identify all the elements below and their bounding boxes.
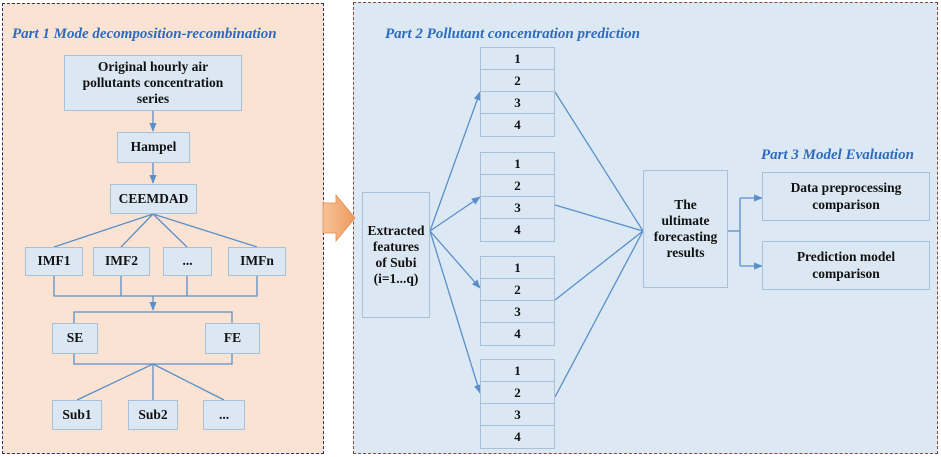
se-box: SE (52, 323, 98, 354)
group-cell: 1 (480, 256, 555, 279)
group-cell: 4 (480, 113, 555, 137)
imf-box: IMFn (228, 247, 286, 276)
link-imf-merge (53, 276, 258, 297)
ceemdad-box: CEEMDAD (110, 184, 197, 214)
fe-box: FE (205, 323, 260, 354)
group-cell: 3 (480, 91, 555, 114)
group-cell: 2 (480, 69, 555, 92)
arrow-features-group1 (429, 91, 481, 232)
part3-title: Part 3 Model Evaluation (761, 147, 914, 163)
part2-title: Part 2 Pollutant concentration predictio… (385, 26, 641, 42)
group-cell: 1 (480, 359, 555, 382)
link-se-fe-subs (73, 354, 233, 365)
sub-box: Sub2 (128, 400, 178, 430)
link-ceemdad-imf2 (120, 213, 154, 248)
group-cell: 2 (480, 174, 555, 197)
link-group3-result (554, 230, 644, 301)
imf-box: IMF2 (93, 247, 150, 276)
group-cell: 3 (480, 300, 555, 323)
original-series-box: Original hourly air pollutants concentra… (64, 55, 242, 111)
group-cell: 4 (480, 425, 555, 449)
part1-title: Part 1 Mode decomposition-recombination (12, 26, 277, 42)
imf-box: IMF1 (25, 247, 83, 276)
model-group: 1 2 3 4 (480, 359, 555, 449)
link-group2-result (554, 204, 644, 232)
arrow-features-group4 (429, 230, 482, 394)
group-cell: 3 (480, 196, 555, 219)
link-ceemdad-imfn (152, 213, 258, 248)
sub-box: ... (203, 400, 245, 430)
sub-box: Sub1 (52, 400, 102, 430)
group-cell: 3 (480, 403, 555, 426)
model-group: 1 2 3 4 (480, 152, 555, 242)
group-cell: 4 (480, 322, 555, 346)
link-ceemdad-imf1 (53, 213, 154, 248)
imf-box: ... (163, 247, 212, 276)
hampel-box: Hampel (117, 132, 190, 163)
data-comparison-box: Data preprocessing comparison (762, 172, 930, 221)
group-cell: 4 (480, 218, 555, 242)
arrow-features-group3 (429, 230, 481, 289)
group-cell: 2 (480, 381, 555, 404)
link-group4-result (554, 230, 644, 398)
model-group: 1 2 3 4 (480, 256, 555, 346)
arrow-features-group2 (429, 196, 481, 232)
result-box: The ultimate forecasting results (643, 170, 728, 288)
model-comparison-box: Prediction model comparison (762, 241, 930, 290)
group-cell: 1 (480, 152, 555, 175)
orange-arrow-icon (322, 193, 356, 243)
link-ceemdad-imf3 (152, 213, 188, 248)
model-group: 1 2 3 4 (480, 47, 555, 137)
group-cell: 2 (480, 278, 555, 301)
group-cell: 1 (480, 47, 555, 70)
features-box: Extracted features of Subi (i=1...q) (362, 192, 430, 318)
link-group1-result (554, 91, 644, 232)
